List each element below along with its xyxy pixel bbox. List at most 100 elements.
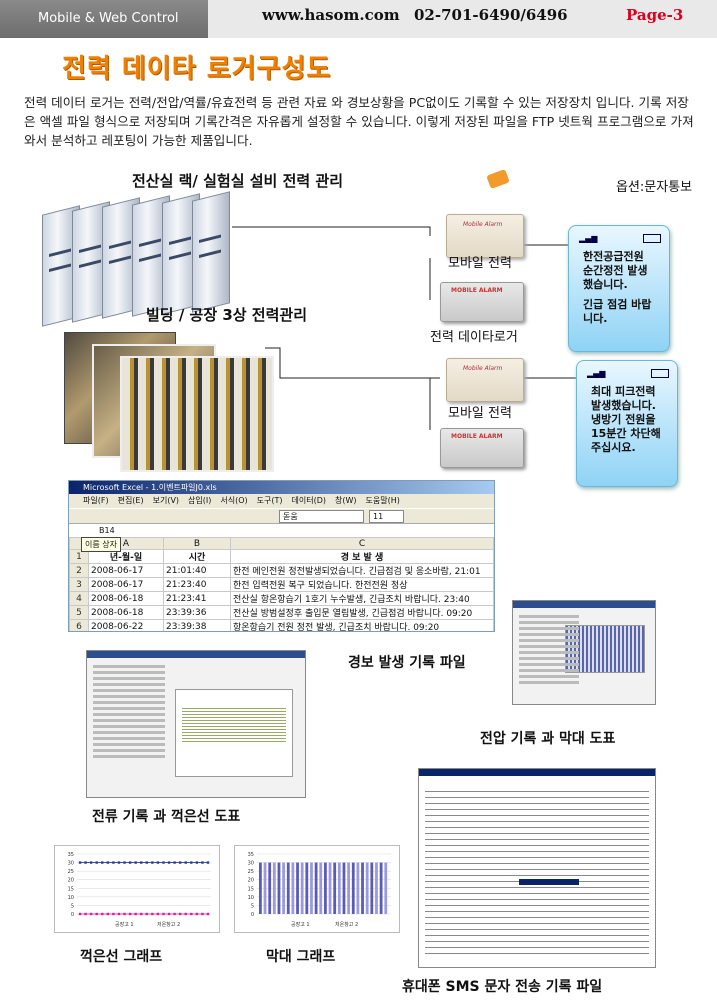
bar bbox=[268, 862, 272, 914]
data-point bbox=[167, 861, 171, 864]
table-cell[interactable]: 전산실 방범설정후 출입문 열림발생, 긴급점검 바랍니다. 09:20 bbox=[230, 605, 494, 620]
phone-message-line: 순간정전 발생 bbox=[583, 264, 648, 277]
excel-menu-item[interactable]: 창(W) bbox=[334, 496, 357, 505]
table-cell[interactable]: 21:23:40 bbox=[163, 577, 231, 592]
y-tick-label: 10 bbox=[68, 895, 74, 901]
bar bbox=[314, 862, 318, 914]
legend-label: 공장고 1 bbox=[115, 921, 134, 928]
current-line-thumbnail bbox=[86, 650, 306, 798]
excel-menu-item[interactable]: 도구(T) bbox=[256, 496, 283, 505]
excel-menu-item[interactable]: 서식(O) bbox=[220, 496, 248, 505]
header-cell[interactable]: 경 보 발 생 bbox=[230, 549, 494, 564]
table-cell[interactable]: 2008-06-22 bbox=[88, 619, 164, 631]
data-point bbox=[84, 912, 87, 916]
phone-message-line: 최대 피크전력 bbox=[591, 385, 656, 398]
data-point bbox=[162, 861, 165, 864]
excel-formula-bar: B14 이름 상자 bbox=[69, 523, 494, 552]
caption-alarm-file: 경보 발생 기록 파일 bbox=[348, 655, 466, 671]
phone-message-line: 한전공급전원 bbox=[583, 250, 644, 263]
y-tick-label: 5 bbox=[251, 903, 254, 909]
battery-icon bbox=[651, 369, 669, 378]
y-tick-label: 0 bbox=[251, 912, 254, 918]
data-point bbox=[173, 912, 176, 916]
data-point bbox=[112, 861, 115, 864]
bar bbox=[337, 862, 341, 914]
table-cell[interactable]: 23:39:38 bbox=[163, 619, 231, 631]
data-point bbox=[112, 912, 115, 916]
signal-icon: ▂▄▆ bbox=[587, 369, 606, 378]
y-tick-label: 25 bbox=[248, 869, 254, 875]
sms-log-thumbnail bbox=[418, 768, 656, 968]
mobile-alarm-device-bottom-2: MOBILE ALARM bbox=[440, 428, 524, 468]
data-point bbox=[106, 861, 110, 864]
data-point bbox=[95, 861, 98, 864]
phone-message-line: 긴급 점검 바랍 bbox=[583, 298, 652, 311]
y-tick-label: 20 bbox=[248, 878, 254, 884]
bar bbox=[328, 862, 332, 914]
table-cell[interactable]: 23:39:36 bbox=[163, 605, 231, 620]
excel-menu-item[interactable]: 편집(E) bbox=[117, 496, 144, 505]
excel-menu-item[interactable]: 보기(V) bbox=[152, 496, 180, 505]
data-point bbox=[190, 861, 193, 864]
bar bbox=[259, 862, 262, 914]
bar bbox=[300, 862, 304, 914]
table-cell[interactable]: 21:23:41 bbox=[163, 591, 231, 606]
y-tick-label: 20 bbox=[68, 878, 74, 884]
table-cell[interactable]: 전산실 항온항습기 1호기 누수발생, 긴급조치 바랍니다. 23:40 bbox=[230, 591, 494, 606]
table-cell[interactable]: 항온항습기 전원 정전 발생, 긴급조치 바랍니다. 09:20 bbox=[230, 619, 494, 631]
mobile-alarm-device-bottom-1: MOBILE ALARM bbox=[440, 282, 524, 322]
data-point bbox=[156, 912, 160, 916]
font-size-select[interactable]: 11 bbox=[369, 510, 404, 523]
header-url[interactable]: www.hasom.com bbox=[262, 6, 400, 24]
table-cell[interactable]: 한전 입력전원 복구 되었습니다. 한전전원 정상 bbox=[230, 577, 494, 592]
option-label: 옵션:문자통보 bbox=[616, 180, 693, 195]
header-phone: 02-701-6490/6496 bbox=[414, 6, 568, 24]
bar bbox=[370, 862, 374, 914]
bar bbox=[263, 862, 267, 914]
font-name-select[interactable]: 돋움 bbox=[279, 510, 364, 523]
bar bbox=[291, 862, 295, 914]
caption-current-line: 전류 기록 과 꺽은선 도표 bbox=[92, 809, 241, 825]
bar bbox=[342, 862, 346, 914]
excel-menu-item[interactable]: 데이터(D) bbox=[291, 496, 326, 505]
table-cell[interactable]: 2008-06-17 bbox=[88, 563, 164, 578]
phone-message-line: 했습니다. bbox=[583, 278, 628, 291]
data-point bbox=[201, 861, 204, 864]
phone-message-line: 니다. bbox=[583, 312, 608, 325]
y-tick-label: 30 bbox=[248, 861, 254, 867]
bar bbox=[351, 862, 355, 914]
table-cell[interactable]: 한전 메인전원 정전발생되었습니다. 긴급점검 및 응소바람, 21:01 bbox=[230, 563, 494, 578]
header-cell[interactable]: 시간 bbox=[163, 549, 231, 564]
column-header[interactable]: B bbox=[163, 537, 231, 550]
data-point bbox=[206, 861, 210, 864]
caption-sms-file: 휴대폰 SMS 문자 전송 기록 파일 bbox=[402, 979, 603, 995]
mobile-alarm-device-top-1: Mobile Alarm bbox=[446, 214, 524, 258]
bar bbox=[319, 862, 323, 914]
excel-menu-item[interactable]: 도움말(H) bbox=[365, 496, 400, 505]
data-point bbox=[151, 861, 154, 864]
table-cell[interactable]: 21:01:40 bbox=[163, 563, 231, 578]
y-tick-label: 15 bbox=[68, 886, 74, 892]
y-tick-label: 5 bbox=[71, 903, 74, 909]
table-cell[interactable]: 2008-06-18 bbox=[88, 591, 164, 606]
column-header[interactable]: C bbox=[230, 537, 494, 550]
data-point bbox=[84, 861, 87, 864]
data-point bbox=[123, 861, 126, 864]
signal-icon: ▂▄▆ bbox=[579, 234, 598, 243]
table-cell[interactable]: 2008-06-18 bbox=[88, 605, 164, 620]
table-cell[interactable]: 2008-06-17 bbox=[88, 577, 164, 592]
data-point bbox=[78, 912, 82, 916]
excel-menu-item[interactable]: 파일(F) bbox=[83, 496, 109, 505]
name-box[interactable]: B14 bbox=[99, 526, 115, 535]
bar bbox=[305, 862, 309, 914]
excel-menu-item[interactable]: 삽입(I) bbox=[188, 496, 212, 505]
legend-label: 저온창고 2 bbox=[335, 921, 358, 928]
data-point bbox=[117, 861, 121, 864]
